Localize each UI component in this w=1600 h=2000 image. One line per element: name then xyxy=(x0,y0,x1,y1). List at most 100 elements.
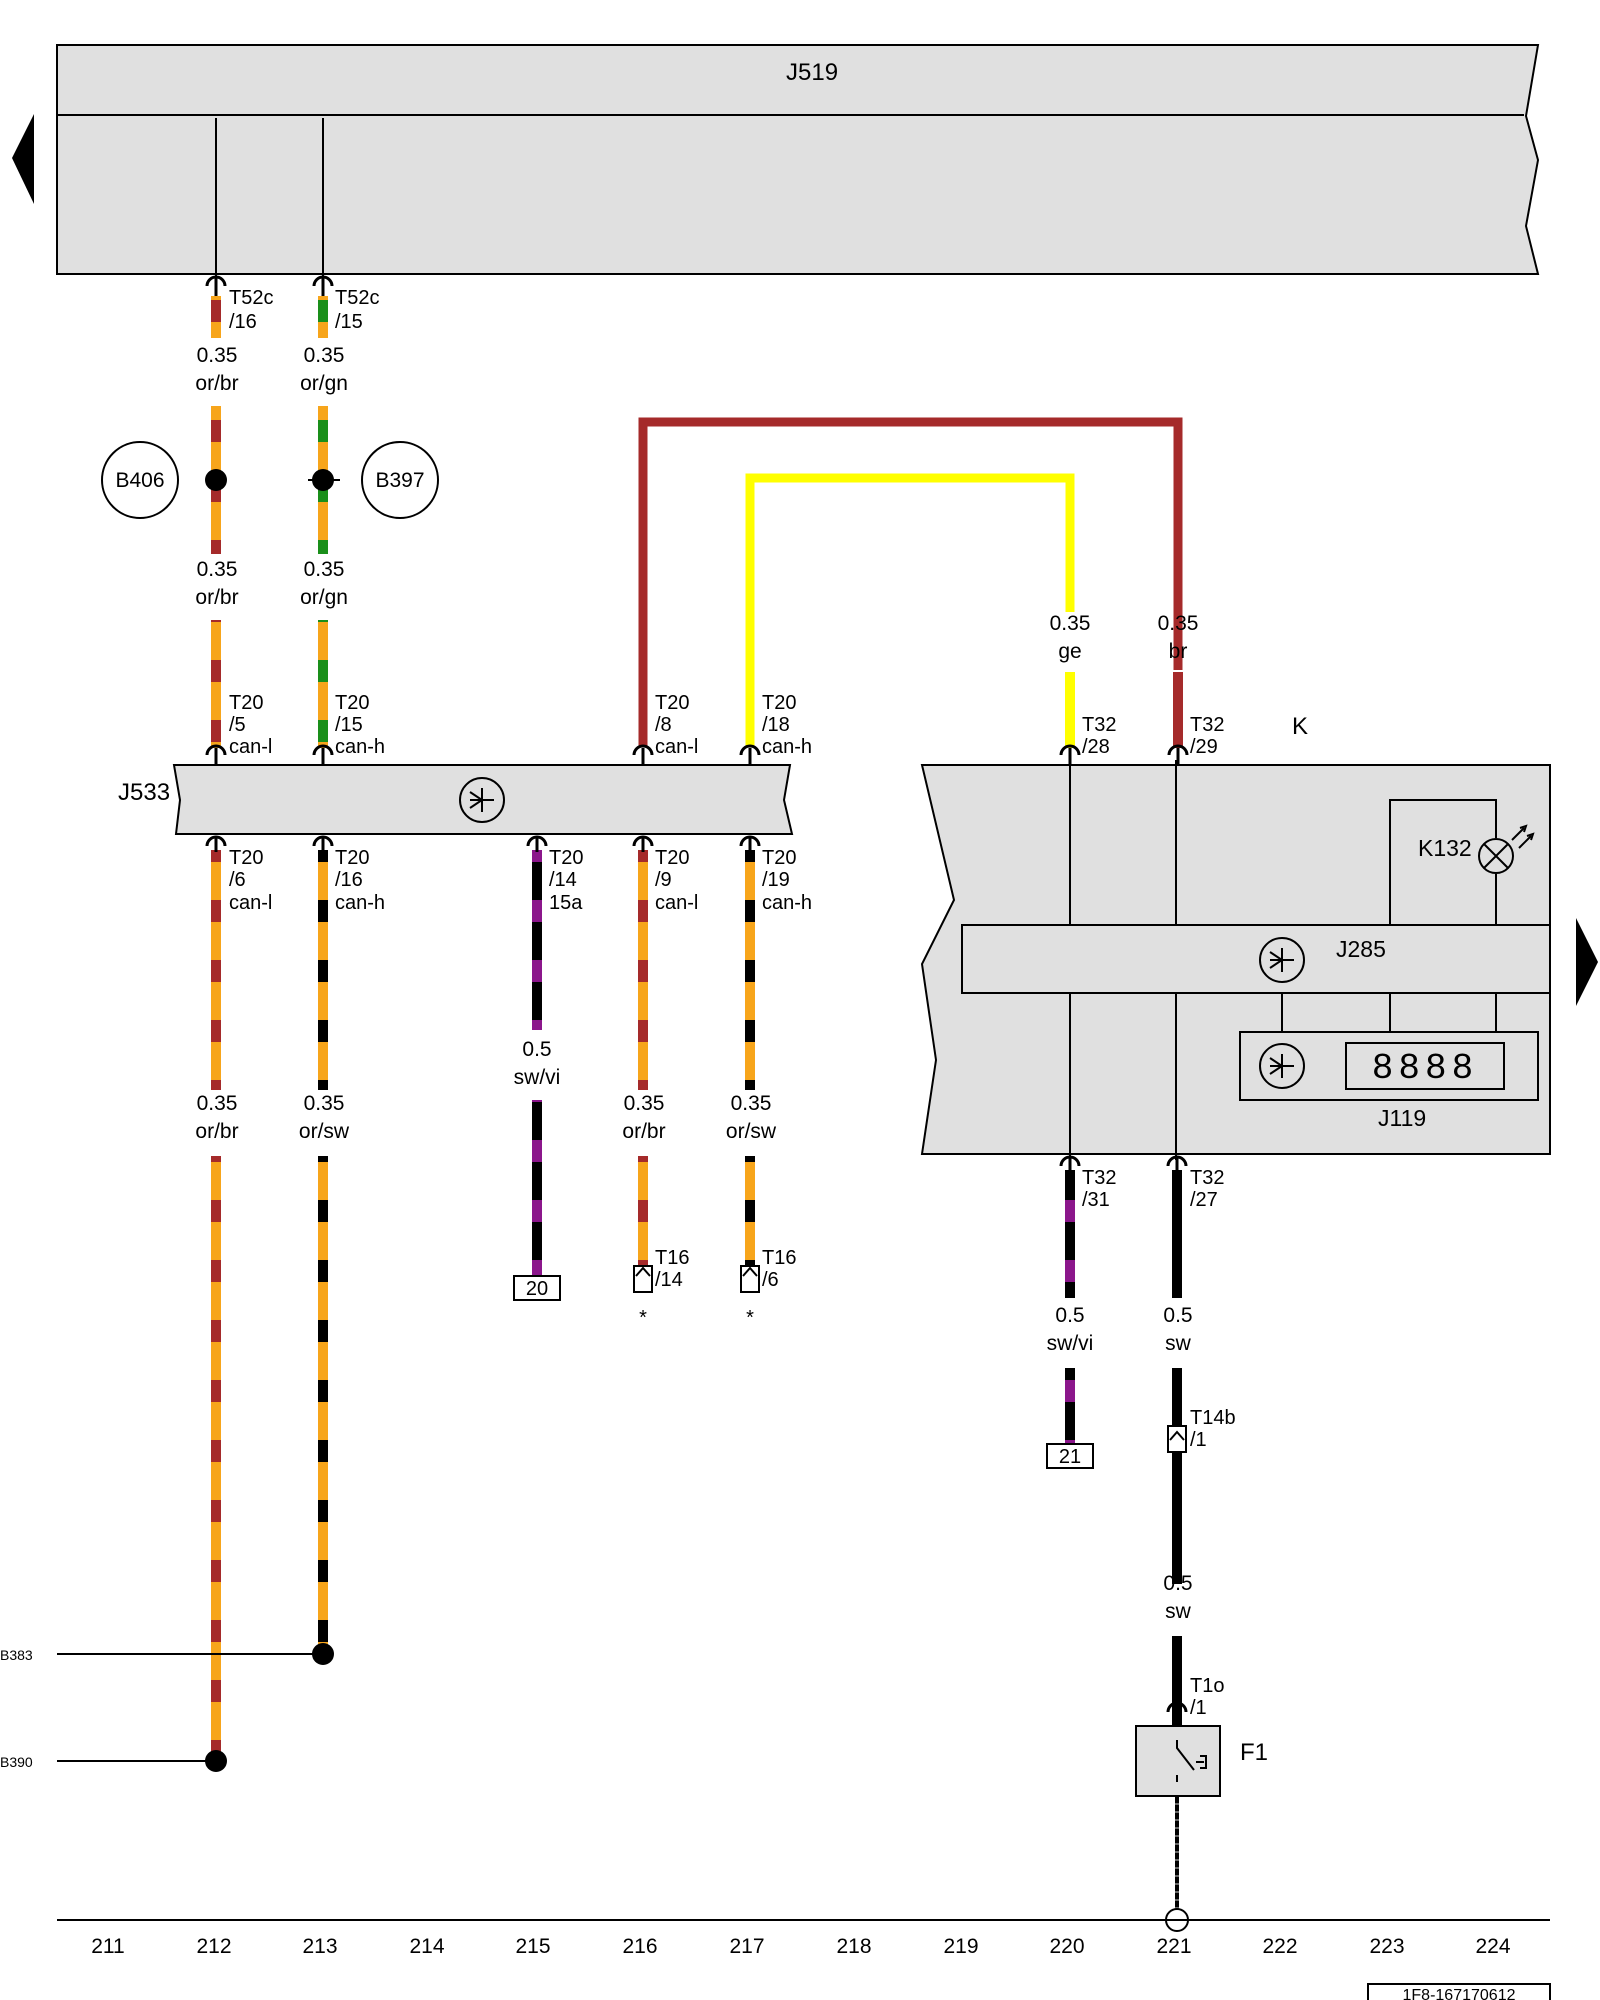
splice-b383 xyxy=(312,1643,334,1665)
splice-b390 xyxy=(205,1750,227,1772)
pin-number-label: /15 xyxy=(335,714,363,736)
b397-label: B397 xyxy=(375,469,424,492)
k-instrument-cluster: K J285 8888 J119 K132 xyxy=(920,713,1551,1155)
wire-size-label: 0.35 xyxy=(197,1092,238,1115)
wire-color-label: or/br xyxy=(195,372,238,395)
j119-ecu-symbol-icon xyxy=(1259,1043,1305,1089)
pin-connector-label: T32 xyxy=(1082,714,1116,736)
wire-color-label: br xyxy=(1169,640,1188,663)
reference-20-label: 20 xyxy=(526,1278,548,1300)
pin-connector-label: T1o xyxy=(1190,1675,1224,1697)
pin-signal-label: 15a xyxy=(549,892,583,914)
reference-box-20[interactable]: 20 xyxy=(513,1275,561,1301)
ruler-number: 217 xyxy=(729,1935,764,1958)
footnote-asterisk: * xyxy=(746,1307,754,1329)
wire-size-label: 0.35 xyxy=(197,558,238,581)
wire-color-label: or/br xyxy=(195,1120,238,1143)
b406-label: B406 xyxy=(115,469,164,492)
wire-size-label: 0.5 xyxy=(1055,1304,1084,1327)
ruler-number: 222 xyxy=(1262,1935,1297,1958)
doc-id-box xyxy=(1367,1983,1551,2000)
pin-number-label: /1 xyxy=(1190,1429,1207,1451)
j519-module: J519 xyxy=(56,44,1540,275)
ruler-number: 213 xyxy=(302,1935,337,1958)
j533-ecu-symbol-icon xyxy=(459,777,505,823)
wire-labels: 0.35 or/br 0.35 or/gn 0.35 or/br 0.35 or… xyxy=(195,344,1198,1623)
reference-box-21[interactable]: 21 xyxy=(1046,1443,1094,1469)
wire-size-label: 0.5 xyxy=(1163,1572,1192,1595)
ruler-number: 218 xyxy=(836,1935,871,1958)
pin-connector-label: T20 xyxy=(655,692,689,714)
pin-number-label: /14 xyxy=(655,1269,683,1291)
pin-signal-label: can-h xyxy=(335,736,385,758)
pin-labels: T52c /16 T52c /15 T20 /5 can-l T20 /15 c… xyxy=(229,287,1236,1719)
connector-socket-symbols xyxy=(633,1265,1187,1453)
pin-connector-label: T20 xyxy=(549,847,583,869)
ruler-number: 220 xyxy=(1049,1935,1084,1958)
wire-color-label: sw/vi xyxy=(514,1066,561,1089)
pin-number-label: /8 xyxy=(655,714,672,736)
b390-label: B390 xyxy=(0,1754,33,1770)
j533-label: J533 xyxy=(118,779,170,806)
pin-number-label: /19 xyxy=(762,869,790,891)
wire-color-label: or/br xyxy=(622,1120,665,1143)
pin-connector-label: T52c xyxy=(229,287,273,309)
doc-id-label: 1F8-167170612 xyxy=(1403,1987,1516,2000)
page-left-arrow-icon[interactable] xyxy=(12,114,34,204)
f1-label: F1 xyxy=(1240,1739,1268,1766)
pin-number-label: /1 xyxy=(1190,1697,1207,1719)
pin-number-label: /9 xyxy=(655,869,672,891)
pin-signal-label: can-h xyxy=(762,892,812,914)
wire-color-label: sw xyxy=(1165,1332,1192,1355)
pin-number-label: /14 xyxy=(549,869,577,891)
j119-display xyxy=(1345,1042,1505,1090)
pin-connector-label: T16 xyxy=(655,1247,689,1269)
wire-size-label: 0.5 xyxy=(522,1038,551,1061)
reference-21-label: 21 xyxy=(1059,1446,1081,1468)
wire-color-label: ge xyxy=(1058,640,1081,663)
pin-number-label: /6 xyxy=(229,869,246,891)
pin-connector-label: T20 xyxy=(335,847,369,869)
b406-bubble: B406 xyxy=(101,441,179,519)
page-right-arrow-icon[interactable] xyxy=(1576,918,1598,1006)
k132-label: K132 xyxy=(1418,835,1472,861)
k132-warning-lamp-icon xyxy=(1478,824,1535,874)
ruler-number: 224 xyxy=(1475,1935,1510,1958)
pin-number-label: /6 xyxy=(762,1269,779,1291)
ruler-number: 214 xyxy=(409,1935,444,1958)
pin-number-label: /31 xyxy=(1082,1189,1110,1211)
ruler-number: 215 xyxy=(515,1935,550,1958)
pin-number-label: /27 xyxy=(1190,1189,1218,1211)
ruler-number: 211 xyxy=(91,1935,124,1958)
pin-connector-label: T32 xyxy=(1190,1167,1224,1189)
wire-segments xyxy=(211,296,1183,1920)
pin-connector-label: T20 xyxy=(335,692,369,714)
wire-size-label: 0.5 xyxy=(1163,1304,1192,1327)
wire-size-label: 0.35 xyxy=(304,558,345,581)
pin-signal-label: can-l xyxy=(229,892,272,914)
wire-size-label: 0.35 xyxy=(1050,612,1091,635)
wire-size-label: 0.35 xyxy=(197,344,238,367)
pin-signal-label: can-l xyxy=(655,892,698,914)
pin-connector-label: T20 xyxy=(229,692,263,714)
pin-connector-label: T20 xyxy=(762,847,796,869)
pin-signal-label: can-h xyxy=(335,892,385,914)
pin-number-label: /16 xyxy=(335,869,363,891)
ruler-number: 223 xyxy=(1369,1935,1404,1958)
pin-connector-label: T16 xyxy=(762,1247,796,1269)
footnote-asterisk: * xyxy=(639,1307,647,1329)
splice-b406 xyxy=(205,469,227,491)
ruler-number: 216 xyxy=(622,1935,657,1958)
f1-brake-switch: F1 xyxy=(1135,1725,1268,1797)
k-label: K xyxy=(1292,713,1308,740)
wire-color-label: or/br xyxy=(195,586,238,609)
pin-connector-label: T20 xyxy=(229,847,263,869)
wire-color-label: or/gn xyxy=(300,372,348,395)
wire-size-label: 0.35 xyxy=(731,1092,772,1115)
ruler-number: 212 xyxy=(196,1935,231,1958)
pin-connector-label: T20 xyxy=(762,692,796,714)
j285-label: J285 xyxy=(1336,936,1386,962)
j285-box xyxy=(961,924,1551,994)
pin-connector-label: T14b xyxy=(1190,1407,1236,1429)
